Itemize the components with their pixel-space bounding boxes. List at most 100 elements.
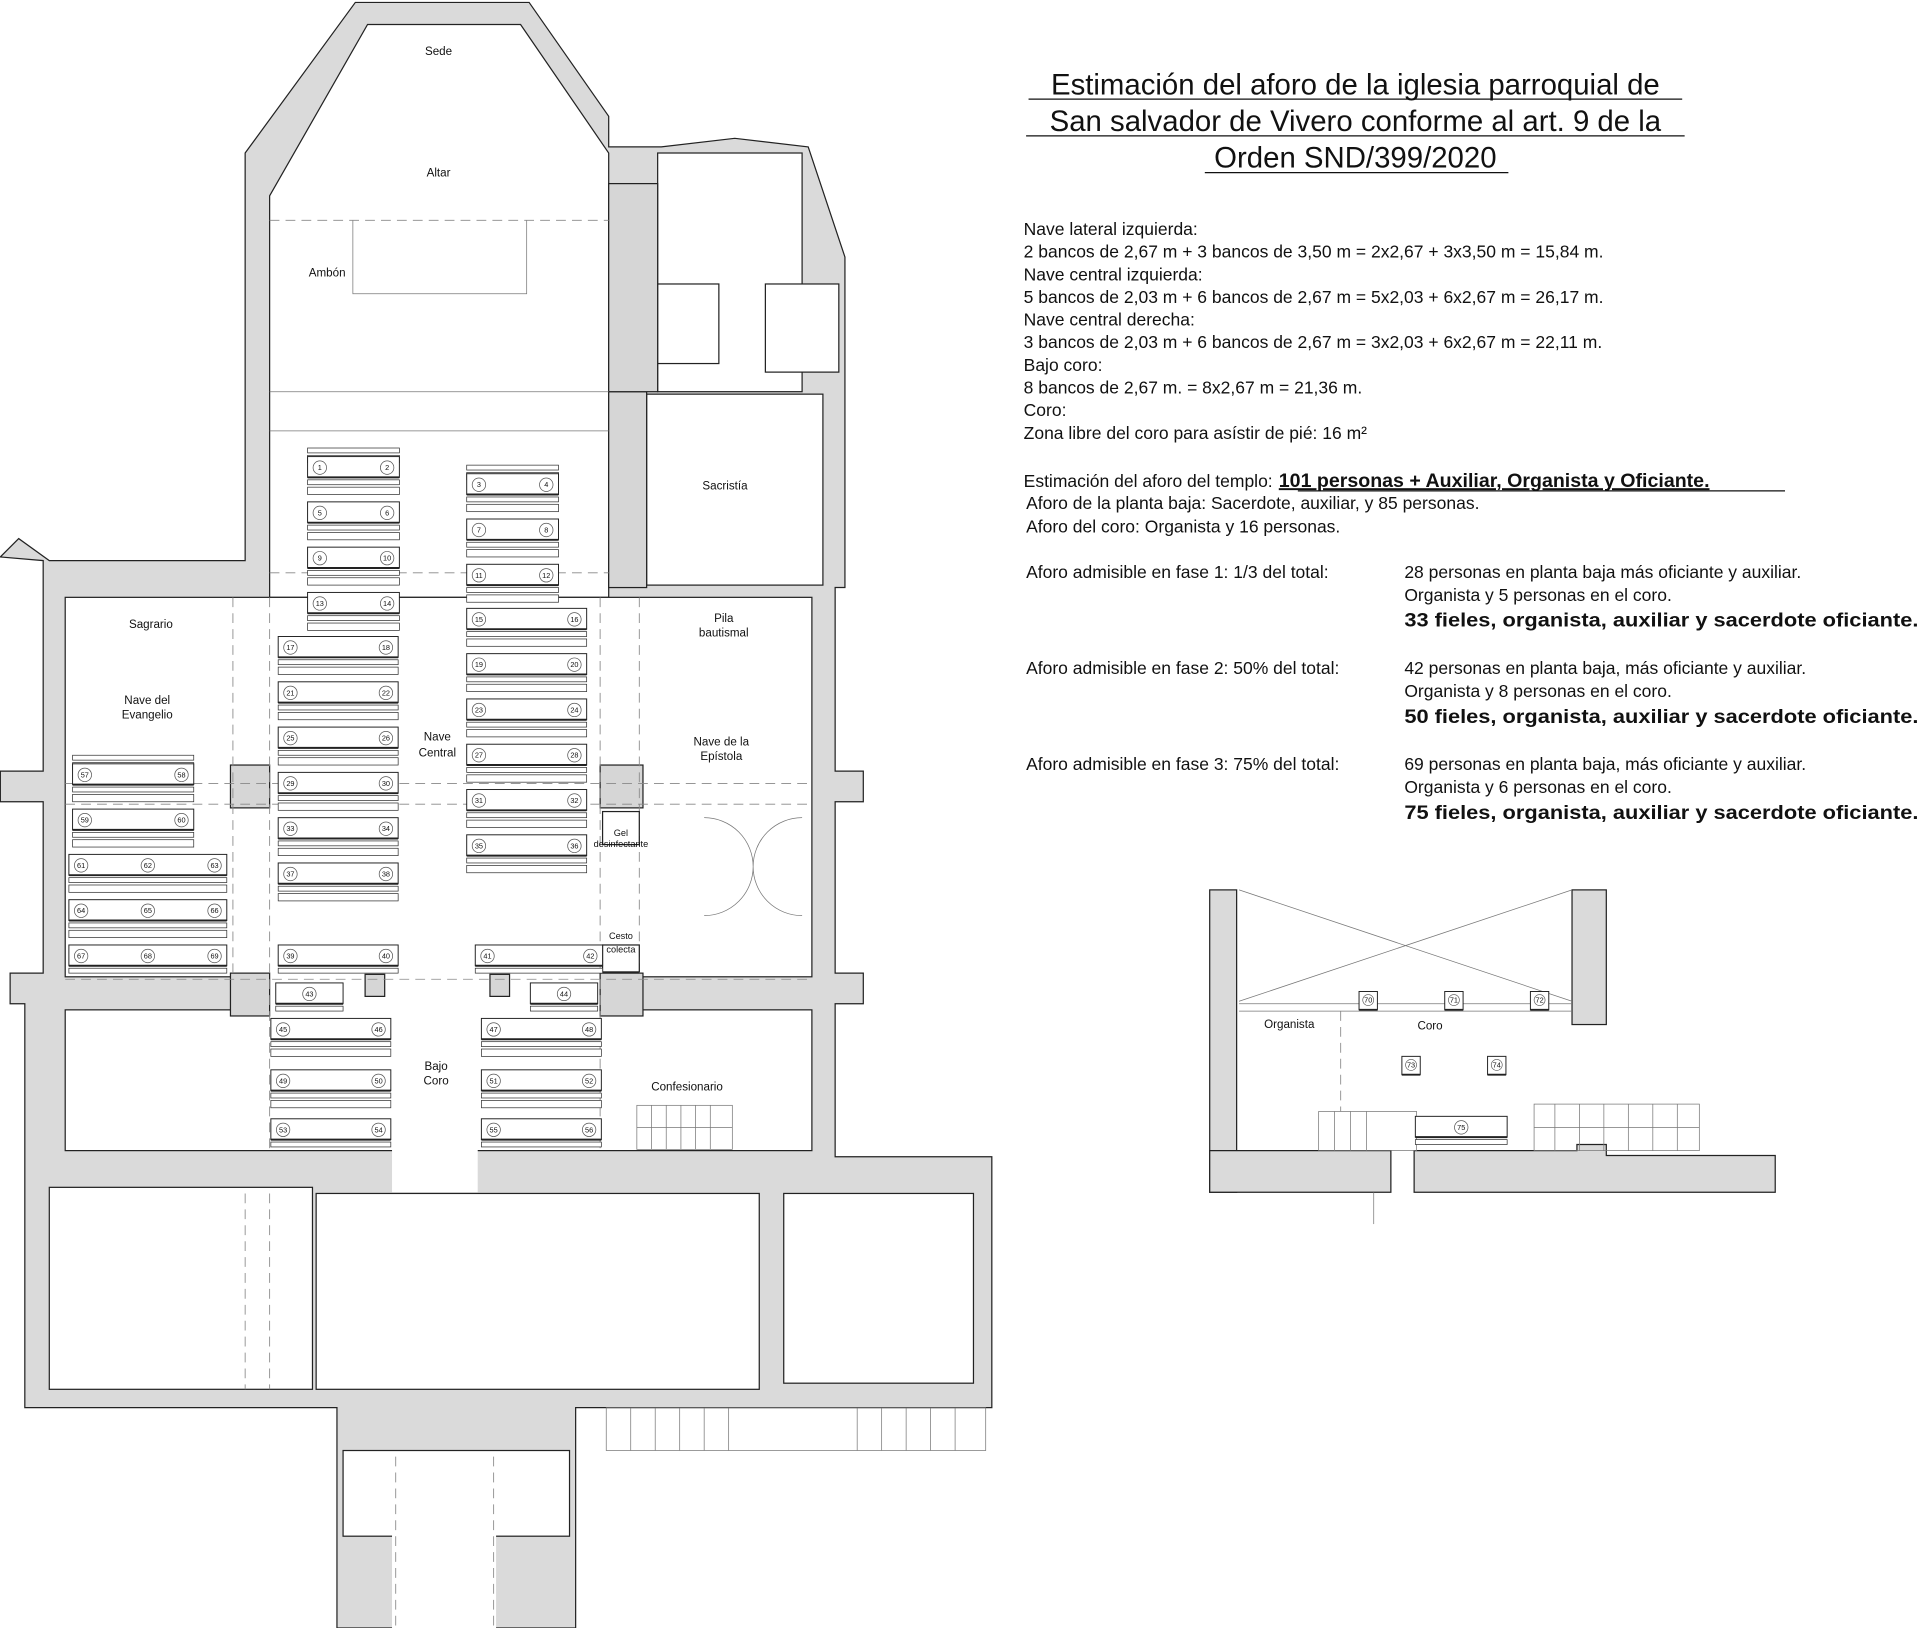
label-confesionario: Confesionario bbox=[651, 1081, 723, 1094]
pier bbox=[229, 972, 271, 1017]
pew-bench-behind bbox=[277, 847, 399, 856]
label-cesto: Cesto bbox=[609, 931, 633, 941]
seat-circle bbox=[380, 596, 395, 611]
seat-marker: 59 bbox=[77, 813, 92, 828]
seat-number: 5 bbox=[318, 508, 322, 517]
seat-number: 1 bbox=[318, 463, 322, 472]
pew-kneeler bbox=[270, 1041, 392, 1047]
seat-circle bbox=[378, 640, 394, 655]
seat-marker: 34 bbox=[378, 821, 394, 836]
seat-circle bbox=[140, 903, 155, 918]
seat-circle bbox=[283, 640, 298, 655]
seat-marker: 67 bbox=[74, 948, 89, 964]
pew-bench-behind bbox=[466, 819, 588, 828]
label-altar: Altar bbox=[427, 166, 451, 179]
seat-number: 25 bbox=[286, 734, 294, 743]
phase-label: Aforo admisible en fase 2: 50% del total… bbox=[1026, 658, 1339, 678]
seat-marker: 39 bbox=[283, 948, 298, 964]
seat-circle bbox=[174, 767, 189, 782]
seat-number: 64 bbox=[77, 906, 85, 915]
phase-label: Aforo admisible en fase 3: 75% del total… bbox=[1026, 754, 1339, 774]
seat-circle bbox=[283, 776, 298, 791]
seat-marker: 66 bbox=[207, 903, 222, 918]
seat-number: 43 bbox=[305, 989, 313, 998]
seat-circle bbox=[486, 1122, 501, 1137]
seat-circle bbox=[371, 1122, 386, 1137]
seat-number: 50 bbox=[374, 1076, 382, 1085]
seat-circle bbox=[283, 731, 298, 746]
seat-circle bbox=[471, 477, 487, 492]
pew-kneeler bbox=[466, 767, 588, 773]
seat-marker: 21 bbox=[283, 685, 298, 700]
pew-bench-behind bbox=[466, 683, 588, 692]
seat-circle bbox=[471, 748, 487, 763]
seat-circle bbox=[140, 858, 155, 873]
seat-number: 61 bbox=[77, 861, 85, 870]
label-bajo-coro: Coro bbox=[424, 1075, 449, 1088]
pew-bench-behind bbox=[277, 893, 399, 902]
apse-right-wall bbox=[608, 182, 659, 393]
label-sagrario: Sagrario bbox=[129, 618, 173, 631]
seat-marker: 68 bbox=[140, 948, 155, 964]
seat-number: 62 bbox=[144, 861, 152, 870]
seat-circle bbox=[556, 986, 572, 1002]
pew-bench-behind bbox=[72, 794, 195, 803]
seat-number: 18 bbox=[382, 643, 390, 652]
pew-kneeler bbox=[466, 464, 559, 471]
label-nave-epistola: Epístola bbox=[700, 750, 742, 763]
column-base bbox=[489, 973, 511, 997]
seat-marker: 3 bbox=[471, 477, 487, 492]
ground-floor-capacity: Aforo de la planta baja: Sacerdote, auxi… bbox=[1026, 493, 1479, 513]
seat-circle bbox=[174, 813, 189, 828]
phase-summary: 33 fieles, organista, auxiliar y sacerdo… bbox=[1404, 610, 1918, 632]
seat-number: 69 bbox=[210, 951, 218, 960]
seat-marker: 6 bbox=[380, 505, 395, 520]
seat-marker: 69 bbox=[207, 948, 222, 964]
seat-circle bbox=[140, 948, 155, 964]
pew-bench-behind bbox=[466, 594, 559, 603]
seat-marker: 75 bbox=[1454, 1120, 1469, 1135]
seat-circle bbox=[567, 838, 582, 853]
pier bbox=[599, 764, 644, 809]
pew-kneeler bbox=[68, 922, 228, 929]
seat-marker: 31 bbox=[471, 793, 487, 808]
seat-marker: 61 bbox=[74, 858, 89, 873]
estimate-label: Estimación del aforo del templo:101 pers… bbox=[1024, 470, 1710, 492]
seat-number: 73 bbox=[1407, 1060, 1415, 1069]
seat-circle bbox=[207, 858, 222, 873]
seat-marker: 7 bbox=[471, 522, 487, 538]
seat-marker: 49 bbox=[275, 1073, 291, 1088]
pew-kneeler bbox=[307, 524, 400, 531]
seat-number: 63 bbox=[210, 861, 218, 870]
seat-circle bbox=[312, 460, 327, 475]
seat-circle bbox=[275, 1122, 291, 1137]
pew-kneeler bbox=[481, 1141, 602, 1148]
label-ambon: Ambón bbox=[309, 267, 346, 280]
label-nave-epistola: Nave de la bbox=[694, 735, 750, 748]
seat-circle bbox=[378, 731, 394, 746]
seat-number: 30 bbox=[382, 779, 390, 788]
pew-bench-behind bbox=[277, 802, 399, 811]
seat-marker: 13 bbox=[312, 596, 327, 611]
seat-marker: 62 bbox=[140, 858, 155, 873]
seat-marker: 14 bbox=[380, 596, 395, 611]
seat-marker: 60 bbox=[174, 813, 189, 828]
side-door bbox=[704, 817, 803, 916]
pew-kneeler bbox=[72, 786, 195, 793]
sacristy-wall bbox=[608, 391, 648, 589]
pew-bench-behind bbox=[307, 622, 400, 631]
pew-bench-behind bbox=[277, 757, 399, 766]
seat-circle bbox=[471, 793, 487, 808]
seat-circle bbox=[471, 568, 487, 583]
seat-marker: 29 bbox=[283, 776, 298, 791]
seat-marker: 58 bbox=[174, 767, 189, 782]
seat-circle bbox=[283, 821, 298, 836]
